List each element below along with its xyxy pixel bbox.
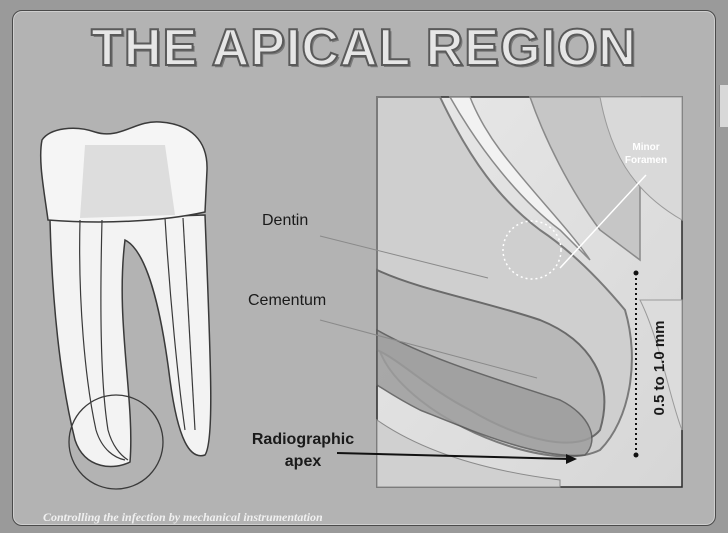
footer-caption: Controlling the infection by mechanical … (43, 510, 323, 525)
minor-foramen-label-line2: Foramen (625, 155, 667, 166)
measurement-endpoint-top (634, 271, 639, 276)
cementum-label: Cementum (248, 292, 326, 309)
radiographic-label-line2: apex (285, 453, 322, 470)
pulp-chamber (80, 145, 175, 218)
tooth-roots (50, 215, 211, 467)
tooth-illustration (41, 122, 211, 489)
measurement-label: 0.5 to 1.0 mm (651, 320, 668, 415)
measurement-endpoint-bottom (634, 453, 639, 458)
radiographic-label-line1: Radiographic (252, 431, 354, 448)
dentin-label: Dentin (262, 212, 308, 229)
minor-foramen-label-line1: Minor (632, 142, 659, 153)
